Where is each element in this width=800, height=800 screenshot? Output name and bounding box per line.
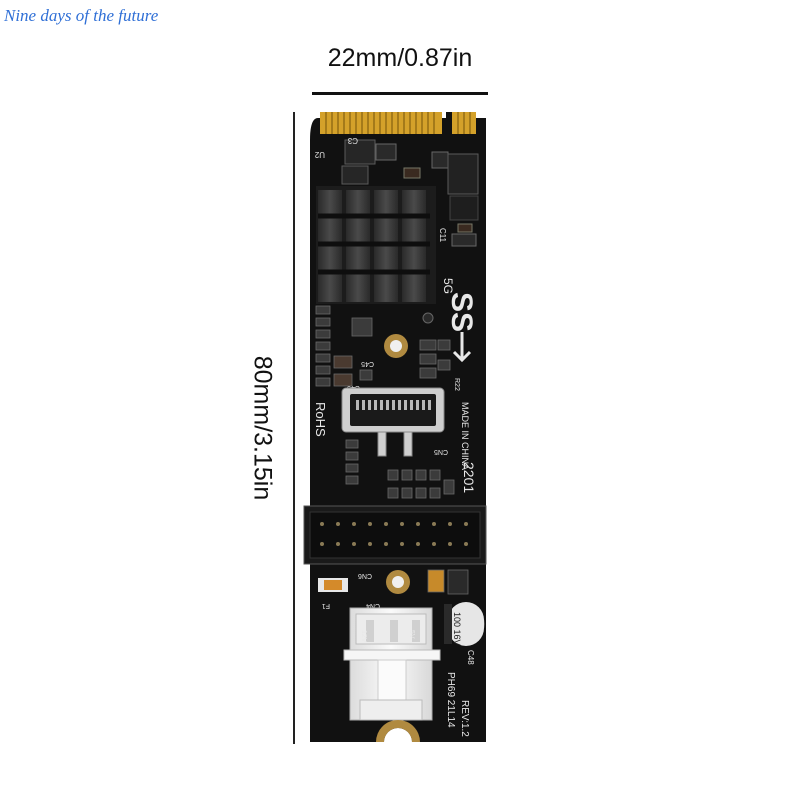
width-dimension-label: 22mm/0.87in [327, 44, 473, 72]
electrolytic-capacitor [444, 602, 485, 646]
label-c3: C3 [347, 136, 358, 145]
usb3-20pin-header [303, 505, 487, 565]
mounting-hole-lower [386, 570, 410, 594]
gold-edge-connector [320, 112, 476, 134]
length-dimension-line [293, 112, 295, 744]
usb-superspeed-logo: SS [445, 292, 478, 363]
label-model: PH69 21L14 [445, 672, 456, 728]
fuse-f1 [318, 578, 348, 592]
upper-components [341, 139, 479, 247]
label-made-in-china: MADE IN CHINA [460, 402, 470, 470]
fan-power-connector [343, 607, 441, 721]
heatsink [316, 186, 436, 304]
label-c11: C11 [438, 228, 447, 243]
label-date-code: 2201 [461, 462, 477, 493]
label-cn5: CN5 [434, 448, 448, 455]
resistor-array-right [419, 339, 451, 379]
resistor-array-left [315, 305, 373, 387]
svg-text:SS: SS [445, 292, 478, 332]
label-u2: U2 [314, 150, 325, 159]
label-rohs: RoHS [313, 402, 328, 437]
width-dimension-line [312, 92, 488, 95]
lower-components [345, 439, 455, 499]
label-12v: 12V [360, 630, 367, 643]
label-revision: REV:1.2 [459, 700, 470, 737]
mounting-hole-upper [384, 334, 408, 358]
label-5v: 5V [408, 630, 415, 639]
usb-key-a-connector [341, 387, 445, 457]
screw-notch-pad [376, 720, 420, 742]
label-5g: 5G [441, 278, 455, 294]
label-c48: C48 [466, 650, 475, 665]
watermark-text: Nine days of the future [4, 6, 159, 25]
label-r22: R22 [453, 378, 460, 391]
label-cn6: CN6 [358, 572, 372, 579]
label-c45: C45 [361, 360, 374, 367]
label-f1: F1 [322, 602, 330, 609]
capacitor-value-label: 100 16V [452, 612, 462, 646]
label-cn4: CN4 [366, 602, 380, 609]
regulator-parts [427, 569, 469, 595]
